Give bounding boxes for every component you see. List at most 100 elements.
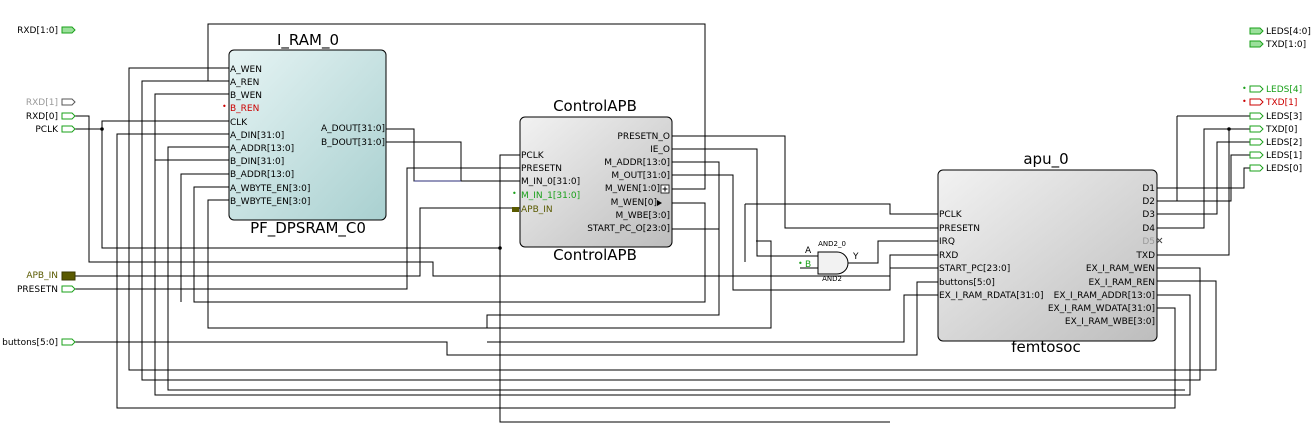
port-label: TXD[1] <box>1265 98 1297 108</box>
pin-txd: TXD <box>1135 251 1155 261</box>
output-port-icon <box>1249 40 1264 48</box>
pin-d4: D4 <box>1142 224 1155 234</box>
block-i-ram-0[interactable]: I_RAM_0 A_WEN A_REN B_WEN • B_REN CLK A_… <box>222 31 387 238</box>
block-control-apb[interactable]: ControlAPB PCLK PRESETN M_IN_0[31:0] • M… <box>512 97 673 264</box>
pin-a-ren: A_REN <box>230 78 259 88</box>
pin-rxd: RXD <box>939 251 958 261</box>
pin-presetn-o: PRESETN_O <box>617 132 670 142</box>
apu-input-pins: PCLK PRESETN IRQ RXD START_PC[23:0] butt… <box>939 210 1044 301</box>
pin-presetn: PRESETN <box>521 164 562 174</box>
port-txd-1-0[interactable]: TXD[1:0] <box>1249 40 1306 50</box>
block-instance-name: apu_0 <box>1023 150 1068 169</box>
block-type-name: PF_DPSRAM_C0 <box>250 219 366 238</box>
no-connect-icon <box>1156 237 1163 244</box>
port-leds-1[interactable]: LEDS[1] <box>1249 151 1302 161</box>
block-apu-0[interactable]: apu_0 PCLK PRESETN IRQ RXD START_PC[23:0… <box>937 150 1163 356</box>
pin-start-pc-o: START_PC_O[23:0] <box>587 224 670 234</box>
output-port-icon <box>1249 27 1264 35</box>
port-label: APB_IN <box>26 271 58 281</box>
pin-m-wen-1-0: M_WEN[1:0] <box>605 184 660 194</box>
port-leds-0[interactable]: LEDS[0] <box>1249 164 1302 174</box>
pin-pclk: PCLK <box>521 151 545 161</box>
pin-m-wbe: M_WBE[3:0] <box>615 211 670 221</box>
port-rxd-1[interactable]: RXD[1] <box>26 98 76 108</box>
port-leds-3[interactable]: LEDS[3] <box>1249 112 1302 122</box>
unconnected-mark-icon: • <box>1242 97 1247 106</box>
junction-dot <box>100 127 104 131</box>
pin-ex-i-ram-wbe: EX_I_RAM_WBE[3:0] <box>1065 317 1155 327</box>
pin-b-wbyte-en: B_WBYTE_EN[3:0] <box>230 197 310 207</box>
gate-and2-0[interactable]: AND2_0 A • B Y AND2 <box>798 240 859 283</box>
port-leds-4-0[interactable]: LEDS[4:0] <box>1249 27 1311 37</box>
port-buttons[interactable]: buttons[5:0] <box>2 338 76 348</box>
port-leds-4[interactable]: • LEDS[4] <box>1242 84 1302 95</box>
port-label: LEDS[4:0] <box>1266 27 1311 37</box>
block-type-name: femtosoc <box>1011 338 1080 356</box>
input-port-icon <box>61 98 76 106</box>
port-label: PCLK <box>35 125 59 135</box>
unconnected-mark-icon: • <box>1242 84 1247 93</box>
pin-a-addr: A_ADDR[13:0] <box>230 144 294 154</box>
ram-output-pins: A_DOUT[31:0] B_DOUT[31:0] <box>321 124 385 148</box>
apu-output-pins: D1 D2 D3 D4 D5 TXD EX_I_RAM_WEN EX_I_RAM… <box>1048 184 1163 327</box>
pin-clk: CLK <box>230 118 248 128</box>
port-presetn[interactable]: PRESETN <box>17 285 76 295</box>
port-txd-1[interactable]: • TXD[1] <box>1242 97 1297 108</box>
port-rxd-0[interactable]: RXD[0] <box>26 112 76 122</box>
output-port-icon <box>1249 85 1264 93</box>
gate-pin-y: Y <box>852 252 859 262</box>
pin-a-dout: A_DOUT[31:0] <box>321 124 385 134</box>
pin-apb-in: APB_IN <box>521 205 553 215</box>
port-label: TXD[1:0] <box>1265 40 1306 50</box>
output-port-icon <box>1249 125 1264 133</box>
block-body <box>937 169 1158 342</box>
output-port-icon <box>1249 112 1264 120</box>
pin-m-out: M_OUT[31:0] <box>611 171 670 181</box>
plus-icon <box>662 186 668 192</box>
gate-pin-b: B <box>805 260 811 270</box>
port-label: buttons[5:0] <box>2 338 58 348</box>
arrow-right-icon <box>657 200 662 206</box>
input-port-icon <box>61 125 76 133</box>
pin-a-wbyte-en: A_WBYTE_EN[3:0] <box>230 184 310 194</box>
pin-b-din: B_DIN[31:0] <box>230 157 284 167</box>
port-leds-2[interactable]: LEDS[2] <box>1249 138 1302 148</box>
port-label: RXD[1] <box>26 98 58 108</box>
input-port-icon <box>61 338 76 346</box>
bus-pin-icon <box>512 207 519 212</box>
output-port-icon <box>1249 151 1264 159</box>
port-rxd-1-0[interactable]: RXD[1:0] <box>17 26 76 36</box>
ram-input-pins: A_WEN A_REN B_WEN • B_REN CLK A_DIN[31:0… <box>222 65 310 207</box>
port-label: PRESETN <box>17 285 58 295</box>
port-txd-0[interactable]: TXD[0] <box>1249 125 1297 135</box>
port-apb-in[interactable]: APB_IN <box>26 271 76 281</box>
pin-d3: D3 <box>1142 210 1155 220</box>
pin-ie-o: IE_O <box>650 145 670 155</box>
pin-d5: D5 <box>1142 237 1155 247</box>
pin-d2: D2 <box>1142 197 1155 207</box>
port-label: LEDS[4] <box>1266 85 1302 95</box>
gate-type-name: AND2 <box>822 275 842 283</box>
pin-b-ren: B_REN <box>230 104 259 114</box>
pin-ex-i-ram-ren: EX_I_RAM_REN <box>1089 278 1156 288</box>
top-input-ports: RXD[1:0] RXD[1] RXD[0] PCLK APB_IN PRESE… <box>2 26 76 348</box>
unconnected-mark-icon: • <box>222 102 227 111</box>
output-port-icon <box>1249 164 1264 172</box>
gate-pin-a: A <box>805 246 812 256</box>
port-label: RXD[1:0] <box>17 26 58 36</box>
pin-a-din: A_DIN[31:0] <box>230 131 284 141</box>
unconnected-mark-icon: • <box>798 259 803 268</box>
input-port-icon <box>61 26 76 34</box>
port-label: LEDS[0] <box>1266 164 1302 174</box>
ctrl-output-pins: PRESETN_O IE_O M_ADDR[13:0] M_OUT[31:0] … <box>587 132 670 234</box>
port-pclk[interactable]: PCLK <box>35 125 76 135</box>
and-gate-icon <box>817 251 849 275</box>
port-label: RXD[0] <box>26 112 58 122</box>
bus-port-icon <box>61 271 76 281</box>
junction-dot <box>498 246 502 250</box>
pin-b-wen: B_WEN <box>230 91 262 101</box>
block-instance-name: I_RAM_0 <box>277 31 339 50</box>
port-label: LEDS[2] <box>1266 138 1302 148</box>
pin-m-wen-0: M_WEN[0] <box>611 198 657 208</box>
